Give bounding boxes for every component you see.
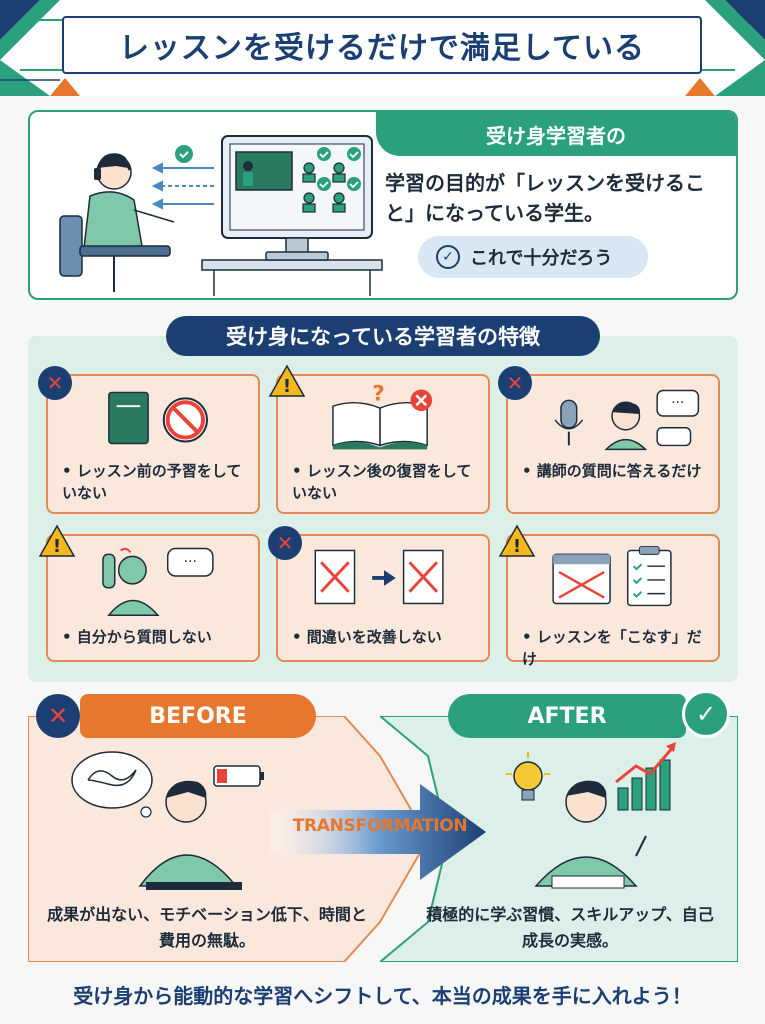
warning-icon: ! <box>38 524 76 557</box>
after-description: 積極的に学ぶ習慣、スキルアップ、自己成長の実感。 <box>426 905 714 950</box>
intro-description: 学習の目的が「レッスンを受けること」になっている学生。 <box>385 171 705 225</box>
svg-text:···: ··· <box>184 554 197 570</box>
feature-card-no-preview: ✕ • レッスン前の予習をしていない <box>38 366 260 514</box>
check-icon: ✓ <box>682 690 730 738</box>
x-icon: ✕ <box>38 366 72 400</box>
after-panel: 積極的に学ぶ習慣、スキルアップ、自己成長の実感。 <box>380 716 738 962</box>
feature-text: • レッスン前の予習をしていない <box>62 462 242 502</box>
feature-text: • 講師の質問に答えるだけ <box>522 462 702 480</box>
calendar-checklist-icon <box>552 546 672 607</box>
thought-text: これで十分だろう <box>470 248 613 269</box>
svg-text:···: ··· <box>671 395 684 411</box>
features-title: 受け身になっている学習者の特徴 <box>166 316 600 356</box>
feature-text: • 自分から質問しない <box>62 628 212 646</box>
x-icon: ✕ <box>36 694 80 738</box>
feature-text: • レッスン後の復習をしていない <box>292 462 472 502</box>
warning-icon: ! <box>268 364 306 397</box>
transformation-label: TRANSFORMATION <box>292 816 468 836</box>
feature-text: • 間違いを改善しない <box>292 628 442 646</box>
transformation-arrow <box>270 784 486 880</box>
header: レッスンを受けるだけで満足している <box>0 0 765 96</box>
intro-tab: 受け身学習者の <box>376 112 736 156</box>
before-label: BEFORE <box>80 694 316 738</box>
warning-icon: ! <box>498 524 536 557</box>
feature-card-no-improvement: ✕ • 間違いを改善しない <box>268 526 490 662</box>
page-title: レッスンを受けるだけで満足している <box>118 31 646 66</box>
feature-card-just-complete: ! • レッスンを「こなす」だけ <box>498 524 720 668</box>
before-description: 成果が出ない、モチベーション低下、時間と費用の無駄。 <box>47 905 367 950</box>
intro-card: 受け身学習者の 学習の目的が「レッスンを受けること」になっている学生。 ✓ これ… <box>28 110 738 300</box>
feature-text: • レッスンを「こなす」だけ <box>522 628 702 668</box>
svg-text:!: ! <box>53 536 61 557</box>
feature-card-no-review: ! ? • レッスン後の復習をしていない <box>268 364 490 514</box>
book-prohibited-icon <box>108 391 208 445</box>
student-monitor-illustration <box>59 135 383 296</box>
documents-mistake-icon <box>314 549 444 605</box>
before-panel: 成果が出ない、モチベーション低下、時間と費用の無駄。 <box>28 716 428 962</box>
thought-bubble: ✓ これで十分だろう <box>418 236 648 278</box>
corner-decoration-right <box>642 0 765 96</box>
svg-text:!: ! <box>513 536 521 557</box>
microphone-speaker-icon: ··· <box>554 389 700 451</box>
svg-text:?: ? <box>372 381 385 406</box>
feature-card-no-questions: ! ··· • 自分から質問しない <box>38 524 260 662</box>
footer-message: 受け身から能動的な学習へシフトして、本当の成果を手に入れよう！ <box>73 984 692 1008</box>
raised-hand-icon: ··· <box>102 547 214 616</box>
x-icon: ✕ <box>268 526 302 560</box>
feature-card-answer-only: ✕ ··· • 講師の質問に答えるだけ <box>498 366 720 514</box>
check-icon: ✓ <box>436 245 460 269</box>
open-book-question-icon: ? <box>332 381 433 450</box>
svg-text:!: ! <box>283 376 291 397</box>
after-label: AFTER <box>448 694 686 738</box>
title-box: レッスンを受けるだけで満足している <box>62 16 702 74</box>
x-icon: ✕ <box>498 366 532 400</box>
